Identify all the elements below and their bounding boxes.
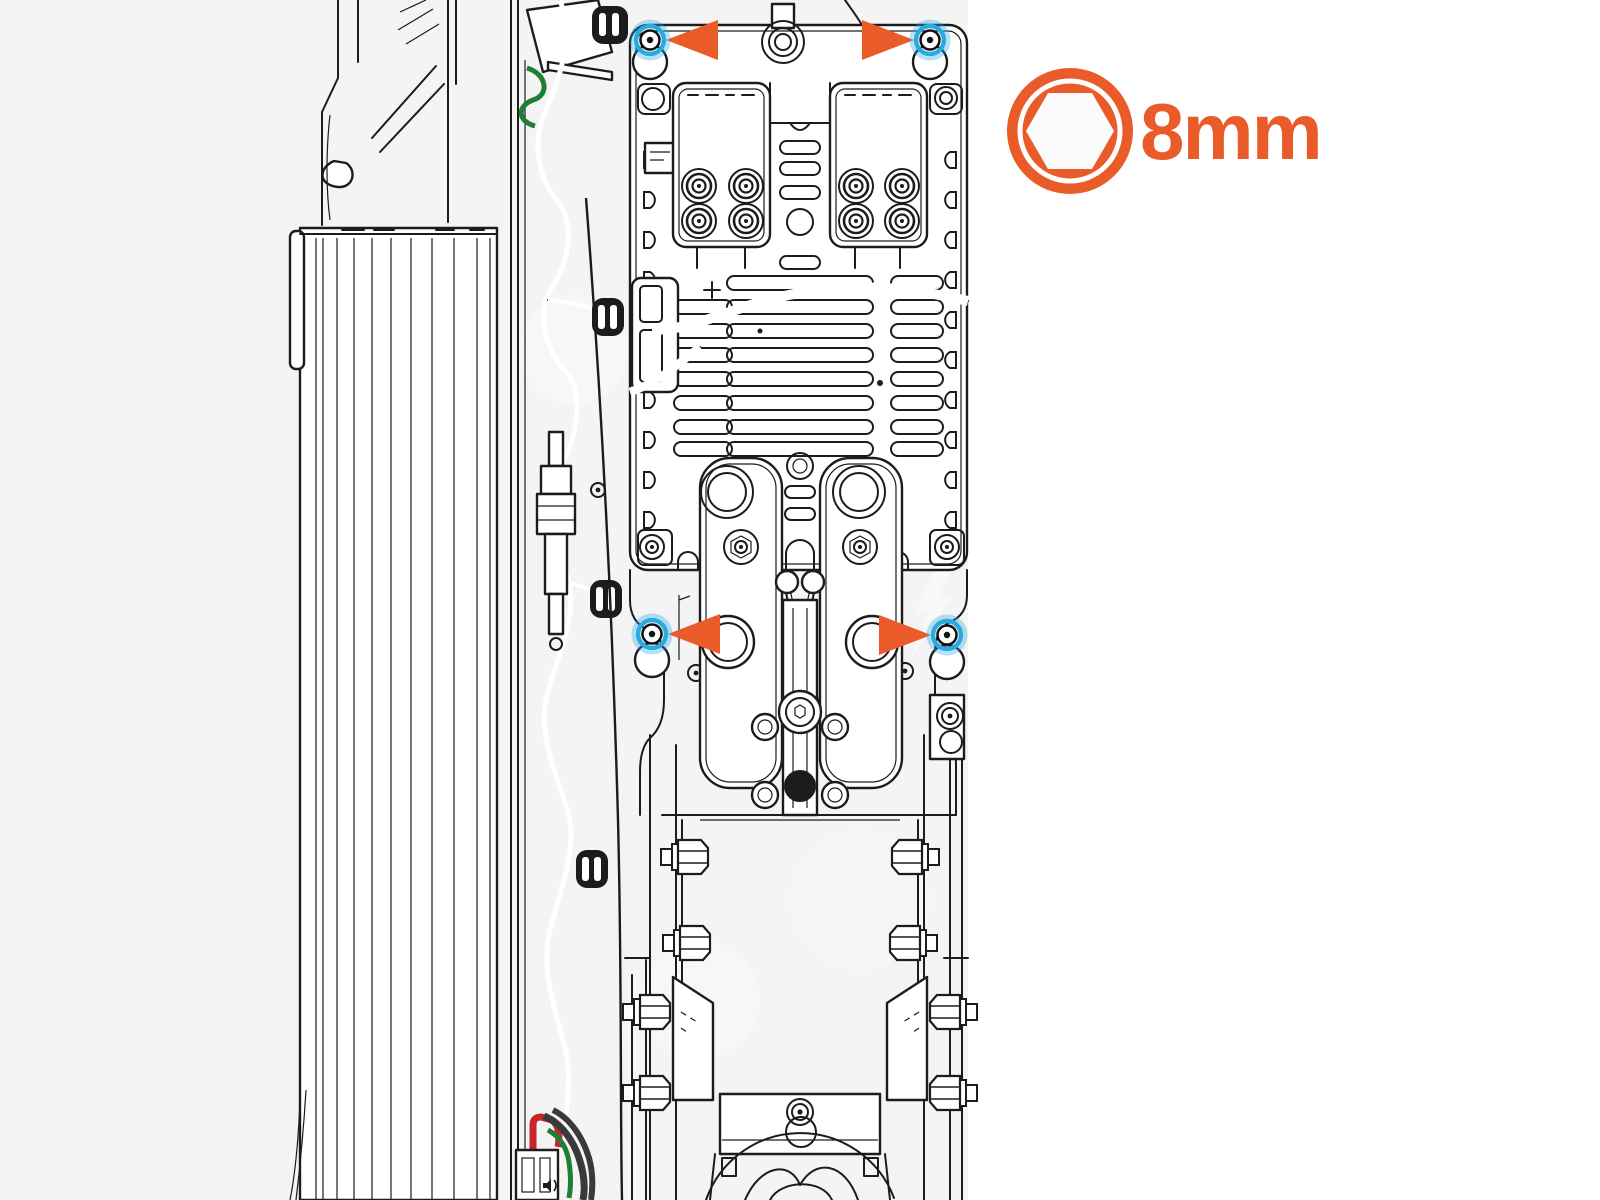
vent-dot — [877, 380, 883, 386]
bolt-hex-head — [928, 993, 962, 1031]
bolt-hex-head — [638, 1074, 672, 1112]
knurled-plug — [785, 771, 815, 801]
d-slot-right — [944, 191, 957, 209]
bolt-mid-right-halo — [926, 614, 968, 656]
vent-slot — [726, 299, 874, 315]
vent-slot — [673, 395, 733, 411]
frame-rails — [510, 0, 526, 1200]
d-slot-left — [643, 511, 656, 529]
vent-slot — [673, 419, 733, 435]
bolt-mid-right-ring — [930, 618, 964, 652]
bolt-hex-head — [676, 838, 710, 876]
vent-slot — [890, 347, 944, 363]
d-slot-right — [944, 391, 957, 409]
dark-wire-2 — [551, 1107, 596, 1200]
bolt-mid-left-ring — [635, 617, 669, 651]
bolt-hex-head — [678, 924, 712, 962]
bolt-mid-left-halo — [631, 613, 673, 655]
tool-size-label: 8mm — [1140, 87, 1321, 176]
d-slot-right — [944, 231, 957, 249]
bolt-top-right-screw-center — [926, 36, 934, 44]
vent-slot — [726, 395, 874, 411]
vent-slot — [673, 441, 733, 457]
green-wire — [518, 65, 547, 129]
thin-cable — [584, 197, 624, 1200]
bolt-top-right-arrow — [862, 20, 914, 60]
d-slot-right — [944, 471, 957, 489]
vent-slot — [890, 371, 944, 387]
annotation-layer — [629, 19, 968, 656]
socket-hex-opening — [1026, 93, 1114, 169]
d-slot-right — [944, 431, 957, 449]
bolt-top-right-halo — [909, 19, 951, 61]
vent-slot — [890, 299, 944, 315]
plus-mark — [703, 281, 721, 299]
left-enclosure-profile — [288, 0, 499, 1200]
d-slot-right — [944, 351, 957, 369]
bolt-mid-left-screw-center — [648, 630, 656, 638]
bolt-top-left-ring — [633, 23, 667, 57]
bolt-top-left-halo — [629, 19, 671, 61]
main-panel — [628, 0, 970, 572]
cable-grommet-top — [592, 6, 628, 44]
lower-bracket-plates — [629, 569, 968, 816]
socket-ring — [1017, 78, 1123, 184]
bolt-top-right-ring — [913, 23, 947, 57]
torx-screw — [777, 689, 823, 735]
wiring-channel — [514, 0, 628, 1200]
bolt-top-left-screw-center — [646, 36, 654, 44]
d-slot-left — [643, 231, 656, 249]
dark-wire-1 — [542, 1112, 588, 1200]
rail-screw — [590, 482, 606, 498]
d-slot-left — [643, 431, 656, 449]
green-wire-bottom — [546, 1127, 573, 1199]
vent-dot — [757, 328, 763, 334]
top-cover-plate — [525, 0, 614, 74]
bolt-mid-left-arrow — [668, 614, 720, 654]
bolt-top-left-arrow — [666, 20, 718, 60]
vent-slot — [726, 419, 874, 435]
d-slot-left — [643, 191, 656, 209]
bolt-hex-head — [890, 838, 924, 876]
tool-callout: 8mm — [1007, 68, 1323, 194]
lower-chassis — [622, 693, 978, 1200]
cable-grommets — [576, 298, 624, 888]
d-slot-right — [944, 271, 957, 289]
bolt-mid-right-arrow — [879, 615, 931, 655]
vent-slot — [726, 441, 874, 457]
sensor-assembly — [535, 430, 577, 651]
vent-slot — [890, 441, 944, 457]
vent-slot — [890, 395, 944, 411]
vent-slot — [726, 371, 874, 387]
vent-slot — [890, 323, 944, 339]
vent-slot — [726, 347, 874, 363]
bolt-mid-right-screw-center — [943, 631, 951, 639]
d-slot-right — [944, 151, 957, 169]
d-slot-right — [944, 511, 957, 529]
bolt-hex-head — [928, 1074, 962, 1112]
vent-slot — [726, 323, 874, 339]
vent-slot — [890, 419, 944, 435]
speaker-icon — [543, 1179, 557, 1192]
central-link — [750, 569, 850, 817]
d-slot-left — [643, 471, 656, 489]
d-slot-right — [944, 311, 957, 329]
panel-cable — [628, 276, 970, 397]
bus-bar-screw-right — [842, 529, 878, 565]
bolt-hex-head — [888, 924, 922, 962]
bus-bar-screw-left — [723, 529, 759, 565]
hex-bolts — [622, 838, 978, 1112]
terminal-studs — [681, 168, 920, 239]
contactor-blocks — [671, 81, 929, 270]
fan-assembly — [705, 1092, 895, 1200]
bottom-wire-bundle — [514, 1107, 596, 1200]
bolt-hex-head — [638, 993, 672, 1031]
